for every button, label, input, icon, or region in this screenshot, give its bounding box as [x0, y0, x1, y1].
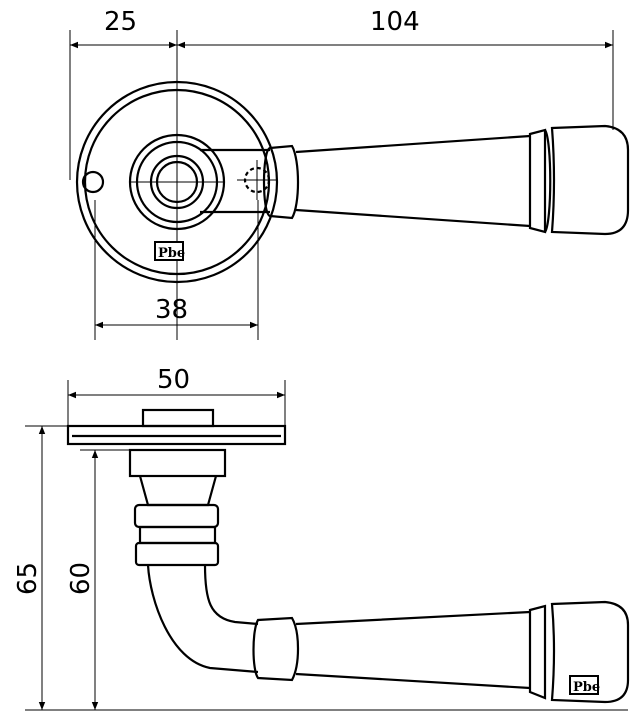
dim-25: 25 [104, 7, 137, 37]
logo-pbe: Pbe [154, 241, 185, 261]
side-view: Pbe [66, 408, 630, 704]
svg-text:Pbe: Pbe [573, 680, 600, 695]
dim-38: 38 [155, 295, 188, 325]
screw-hole [81, 170, 105, 194]
logo-pbe-side: Pbe [569, 675, 600, 695]
dim-60: 60 [66, 562, 96, 595]
svg-text:Pbe: Pbe [158, 246, 185, 261]
dim-50: 50 [157, 365, 190, 395]
dim-104: 104 [370, 7, 420, 37]
dim-65: 65 [13, 562, 43, 595]
